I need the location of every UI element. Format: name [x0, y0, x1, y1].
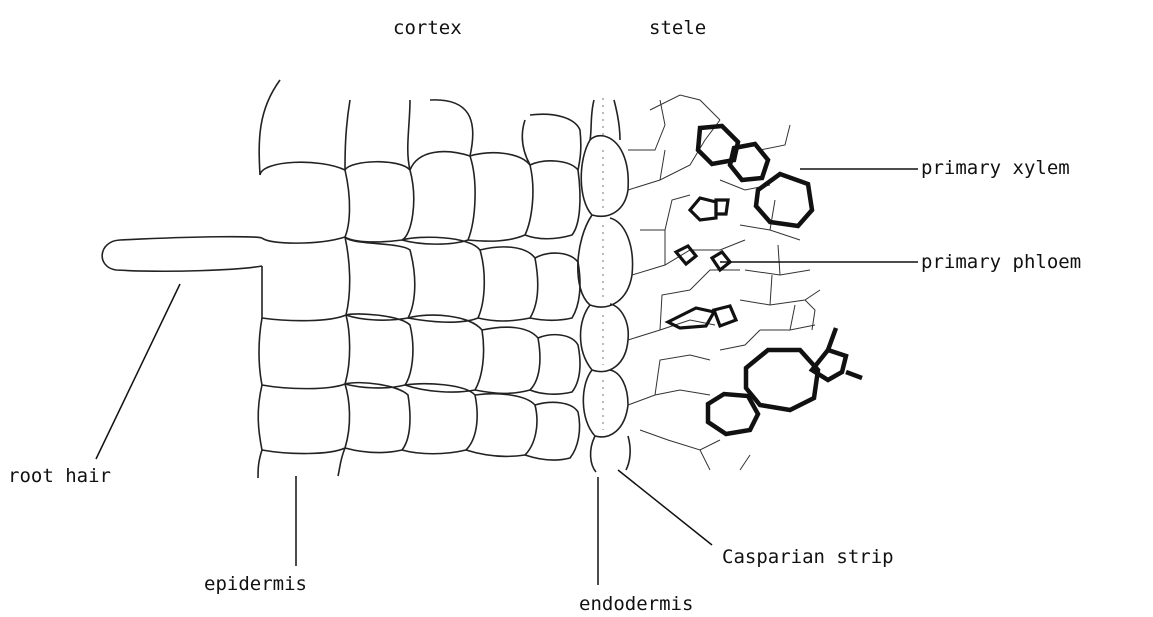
stele-cells: [628, 95, 820, 470]
label-stele: stele: [649, 17, 706, 39]
primary-phloem-cells: [668, 198, 736, 328]
primary-xylem-cells: [698, 126, 862, 434]
label-root-hair: root hair: [8, 465, 111, 487]
cortex-cells: [345, 100, 581, 460]
label-primary-xylem: primary xylem: [921, 157, 1070, 179]
label-epidermis: epidermis: [204, 573, 307, 595]
label-casparian-strip: Casparian strip: [722, 546, 894, 568]
root-hair: [102, 237, 262, 272]
casparian-strip-leader: [618, 470, 712, 545]
epidermis-cells: [258, 80, 350, 478]
label-endodermis: endodermis: [579, 593, 693, 615]
endodermis-cells: [578, 98, 633, 472]
label-cortex: cortex: [393, 17, 462, 39]
root-hair-leader: [96, 284, 180, 459]
label-primary-phloem: primary phloem: [921, 251, 1081, 273]
